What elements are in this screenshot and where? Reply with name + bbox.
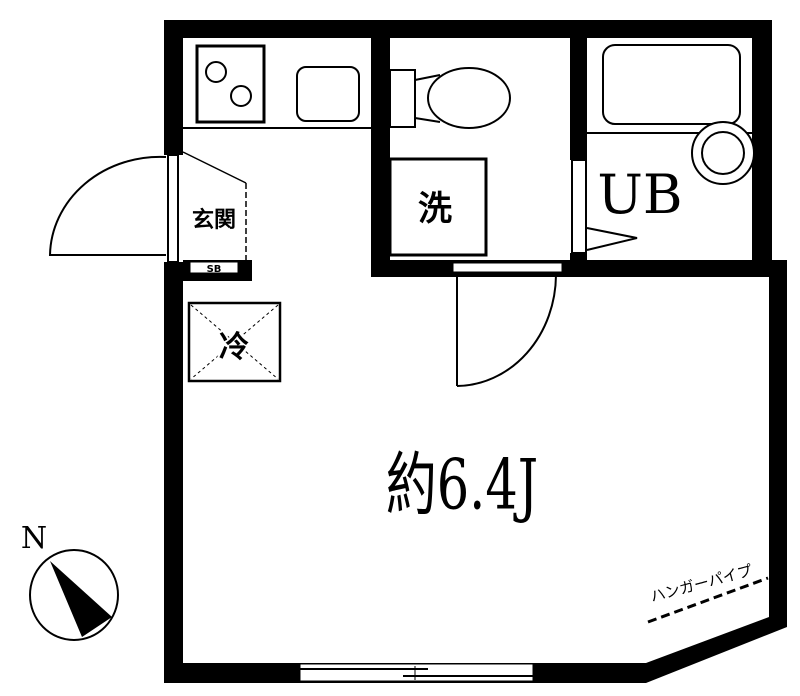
- unit-bath: [571, 44, 755, 254]
- fridge-cross: [190, 304, 279, 380]
- washer-space: [388, 157, 488, 257]
- fridge-space: [187, 301, 282, 383]
- toilet-bowl: [427, 67, 511, 129]
- hanger-pipe: [647, 576, 769, 624]
- main-room-label: 約6.4J: [386, 446, 539, 526]
- toilet: [389, 67, 511, 129]
- middle-wall: [371, 260, 787, 277]
- entrance-label: 玄関: [192, 207, 236, 233]
- shoe-box-label: SB: [207, 264, 222, 275]
- door-frame: [452, 262, 563, 273]
- toilet-tank: [389, 69, 416, 128]
- bath-door[interactable]: [571, 159, 587, 254]
- hanger-pipe-label: ハンガーパイプ: [648, 561, 754, 606]
- window: [299, 663, 534, 682]
- room-door[interactable]: [452, 262, 563, 387]
- wash-basin-bowl: [701, 131, 745, 175]
- entrance-door[interactable]: [167, 154, 179, 263]
- entrance-step-line: [182, 151, 247, 184]
- toilet-bath-wall-lower: [570, 253, 587, 263]
- burner-icon: [205, 61, 227, 83]
- left-wall-lower: [164, 262, 183, 683]
- compass: N: [21, 521, 119, 641]
- north-label: N: [21, 521, 47, 556]
- kitchen: [183, 44, 371, 129]
- bath-door-swing: [586, 227, 638, 251]
- compass-circle: [29, 549, 119, 641]
- left-wall-upper: [164, 20, 183, 155]
- burner-icon: [230, 85, 252, 107]
- bath-right-wall: [752, 38, 772, 263]
- toilet-bath-wall-upper: [570, 38, 587, 160]
- fridge-cross: [190, 304, 279, 380]
- fridge-box: [187, 301, 282, 383]
- diagonal-wall: [646, 617, 787, 683]
- entrance: [48, 151, 247, 263]
- toilet-connector: [414, 74, 441, 123]
- entrance-door-swing: [48, 155, 167, 256]
- sink: [296, 66, 360, 122]
- kitchen-toilet-wall: [371, 38, 390, 277]
- stove: [195, 44, 266, 124]
- unit-bath-label: UB: [597, 163, 682, 226]
- right-wall: [769, 260, 787, 627]
- bathtub: [602, 44, 741, 125]
- door-swing: [456, 274, 557, 387]
- washer-label: 洗: [418, 189, 452, 229]
- top-wall: [164, 20, 772, 38]
- fridge-label: 冷: [219, 330, 249, 365]
- shoe-box: [189, 261, 239, 274]
- compass-needle-icon: [50, 561, 112, 637]
